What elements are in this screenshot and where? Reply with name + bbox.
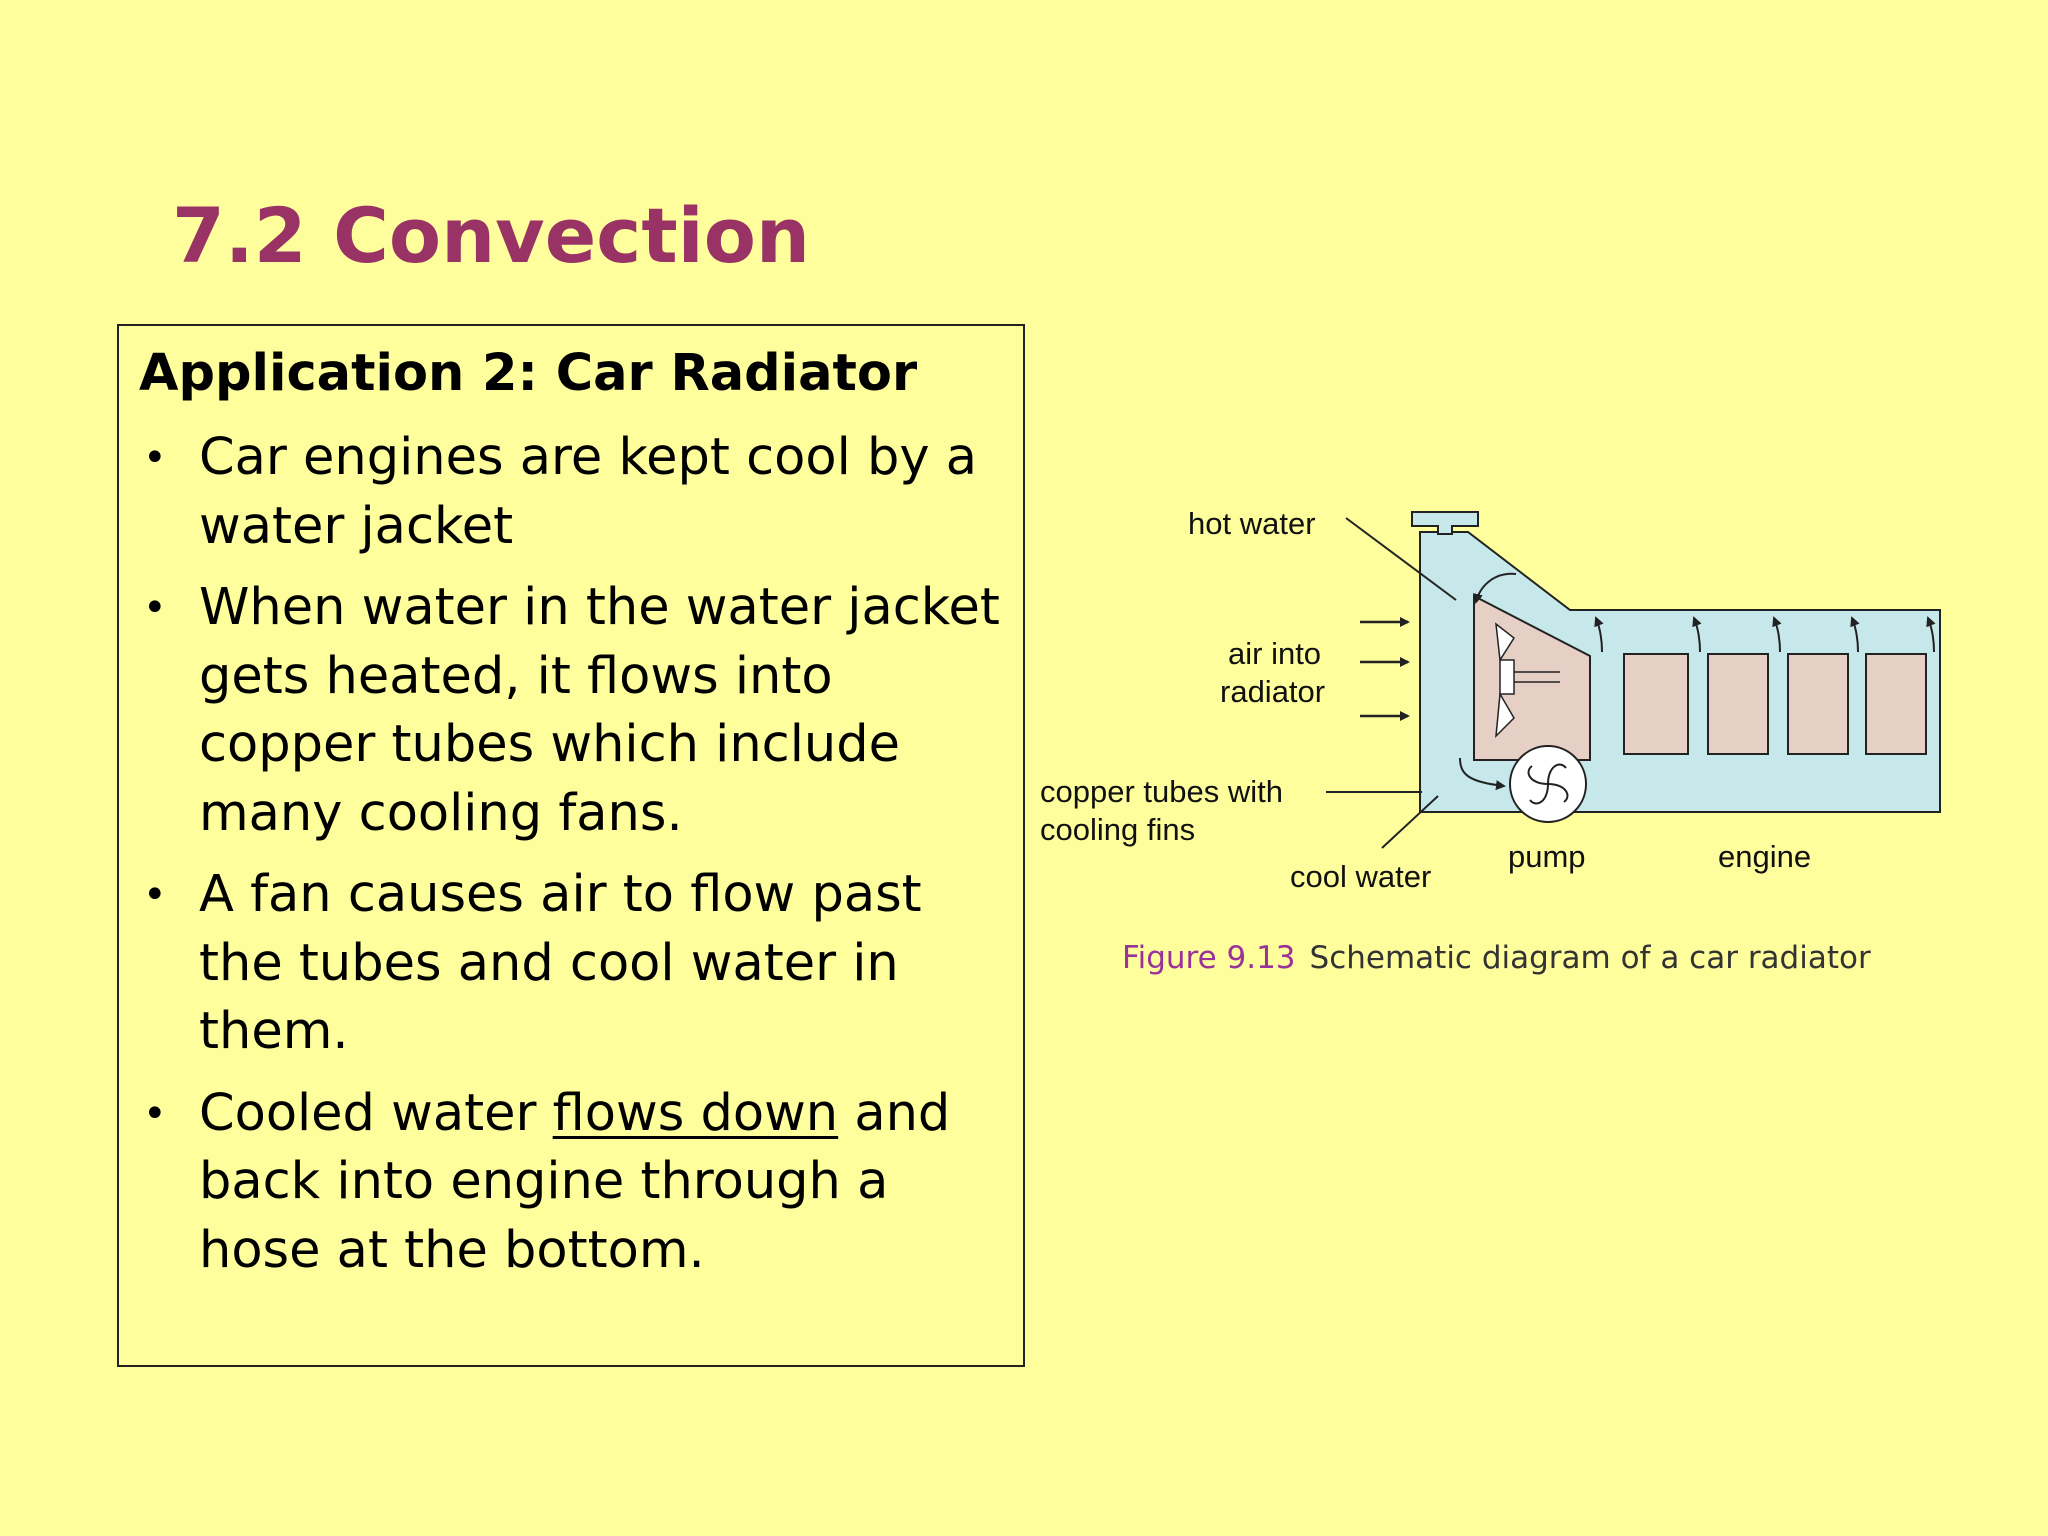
air-into-label: air into <box>1228 636 1321 671</box>
bullet-text: Car engines are kept cool by a water jac… <box>199 428 977 556</box>
bullet-text: Cooled water flows down and back into en… <box>199 1084 950 1280</box>
bullet-item: • Car engines are kept cool by a water j… <box>139 424 1009 561</box>
pump-label: pump <box>1508 839 1586 874</box>
box-heading: Application 2: Car Radiator <box>139 344 918 403</box>
cooling-fins-label: cooling fins <box>1040 812 1195 847</box>
underlined-phrase: flows down <box>552 1083 839 1143</box>
bullet-text-after: and back into engine through a hose at t… <box>199 1083 951 1280</box>
slide-title: 7.2 Convection <box>172 191 811 280</box>
hot-water-flow-arrow <box>1473 572 1517 604</box>
bullet-list: • Car engines are kept cool by a water j… <box>139 424 1009 1298</box>
engine-cylinder <box>1787 653 1849 755</box>
cool-water-label: cool water <box>1290 859 1431 894</box>
bullet-text: When water in the water jacket gets heat… <box>199 578 1000 843</box>
figure-number: Figure 9.13 <box>1122 940 1296 976</box>
bullet-icon: • <box>143 585 167 631</box>
bullet-text: A fan causes air to flow past the tubes … <box>199 865 922 1061</box>
cool-water-flow-arrow <box>1459 757 1506 791</box>
figure-caption-text: Schematic diagram of a car radiator <box>1309 940 1871 976</box>
bullet-text-before: Cooled water <box>199 1083 553 1143</box>
bullet-icon: • <box>143 435 167 481</box>
engine-flow-arrow <box>1594 616 1604 653</box>
cool-water-leader-line <box>1381 795 1439 849</box>
engine-label: engine <box>1718 839 1811 874</box>
radiator-diagram: hot water air into radiator copper tubes… <box>1030 490 1980 910</box>
hot-water-leader-line <box>1345 517 1457 601</box>
engine-flow-arrow <box>1850 616 1860 653</box>
bullet-item: • A fan causes air to flow past the tube… <box>139 861 1009 1067</box>
bullet-item: • When water in the water jacket gets he… <box>139 574 1009 848</box>
bullet-item: • Cooled water flows down and back into … <box>139 1080 1009 1286</box>
filler-cap <box>1411 511 1479 535</box>
content-box: Application 2: Car Radiator • Car engine… <box>117 324 1025 1367</box>
hot-water-label: hot water <box>1188 506 1316 541</box>
engine-flow-arrow <box>1772 616 1782 653</box>
engine-cylinder <box>1623 653 1689 755</box>
radiator-fan-icon <box>1495 622 1560 739</box>
bullet-icon: • <box>143 1090 167 1137</box>
engine-flow-arrow <box>1926 616 1936 653</box>
pump-icon <box>1509 745 1587 823</box>
radiator-label: radiator <box>1220 674 1325 709</box>
figure-caption: Figure 9.13 Schematic diagram of a car ra… <box>1122 938 1871 978</box>
engine-flow-arrow <box>1692 616 1702 653</box>
engine-cylinder <box>1707 653 1769 755</box>
copper-tubes-label: copper tubes with <box>1040 774 1283 809</box>
radiator-schematic: hot water air into radiator copper tubes… <box>1040 506 1941 894</box>
bullet-icon: • <box>143 872 167 918</box>
engine-cylinder <box>1865 653 1927 755</box>
